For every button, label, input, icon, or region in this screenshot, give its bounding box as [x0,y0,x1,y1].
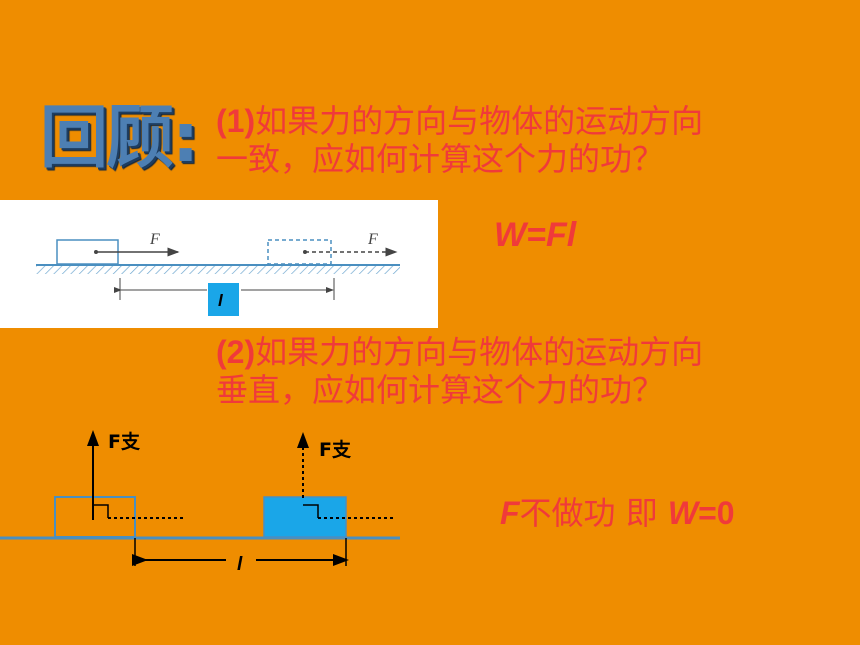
block-end [267,239,332,265]
distance-label: l [218,291,224,310]
page-title: 回顾: [40,99,199,178]
question-2-line2: 垂直，应如何计算这个力的功？ [216,371,665,409]
force-label-right: F [367,231,378,248]
diagram-2: F支 F支 l [0,430,400,575]
right-angle-mark-left [93,504,109,518]
question-1-line2: 一致，应如何计算这个力的功？ [216,140,665,178]
answer-2-w: W [667,495,699,531]
question-2: (2)如果力的方向与物体的运动方向 垂直，应如何计算这个力的功？ [216,333,703,409]
question-1-number: (1) [216,103,256,139]
distance-label-box [208,283,239,316]
formula-1: W=Fl [494,216,577,254]
block-end-2 [263,496,347,538]
distance-label-2: l [237,554,243,575]
answer-2: F不做功 即 W=0 [500,488,735,534]
ground-hatch [36,266,400,274]
question-1-line1: 如果力的方向与物体的运动方向 [255,102,704,140]
support-force-label-left: F支 [108,431,141,453]
question-2-line1: 如果力的方向与物体的运动方向 [255,333,704,371]
answer-2-eq: =0 [698,495,735,531]
answer-2-f: F [500,495,520,531]
answer-2-text: 不做功 即 [519,494,668,532]
support-force-label-right: F支 [319,439,352,461]
question-2-number: (2) [216,334,256,370]
right-angle-mark-right [303,504,319,518]
diagram-1: F F l [36,231,400,316]
force-label-left: F [149,231,160,248]
question-1: (1)如果力的方向与物体的运动方向 一致，应如何计算这个力的功？ [216,102,703,178]
diagram-1-panel: F F l [0,200,438,328]
